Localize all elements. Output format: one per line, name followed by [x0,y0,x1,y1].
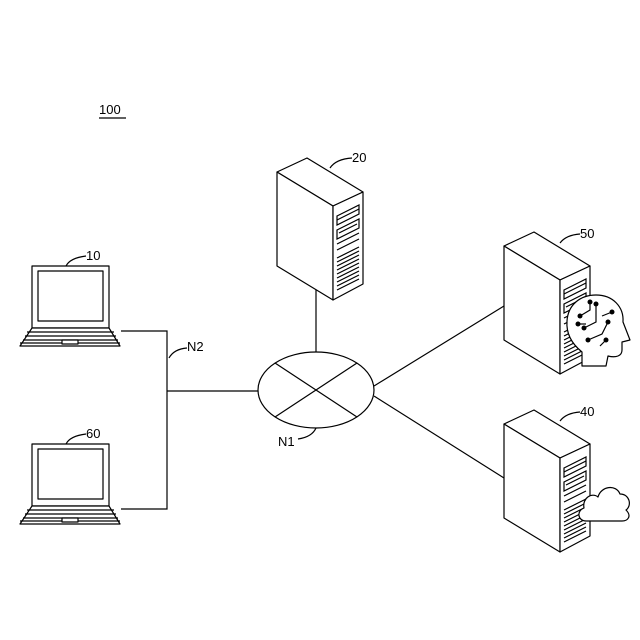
laptop-top-label: 10 [86,248,100,263]
laptop-top-node: 10 [20,248,120,346]
server-ai-label: 50 [580,226,594,241]
laptop-icon [20,266,120,346]
server-cloud-leader [560,412,580,421]
laptop-bottom-leader [66,434,86,444]
server-cloud-node: 40 [504,404,629,552]
n2-label-group: N2 [169,339,204,358]
server-tower-icon [277,158,363,300]
server-tower-icon [504,410,590,552]
server-cloud-label: 40 [580,404,594,419]
n2-label: N2 [187,339,204,354]
system-label: 100 [99,102,121,117]
laptop-top-leader [66,256,86,266]
server-ai-leader [560,234,580,243]
link-n1-server-cloud [374,396,504,478]
laptop-bottom-label: 60 [86,426,100,441]
server-top-node: 20 [277,150,366,300]
link-n1-server-ai [374,306,504,386]
server-top-label: 20 [352,150,366,165]
n1-network-node: N1 [258,352,374,449]
n1-label: N1 [278,434,295,449]
laptop-icon [20,444,120,524]
server-ai-node: 50 [504,226,630,374]
link-laptop-top-n2 [121,331,167,509]
server-top-leader [330,158,352,168]
laptop-bottom-node: 60 [20,426,120,524]
n2-leader [169,348,187,358]
n1-leader [298,428,316,439]
